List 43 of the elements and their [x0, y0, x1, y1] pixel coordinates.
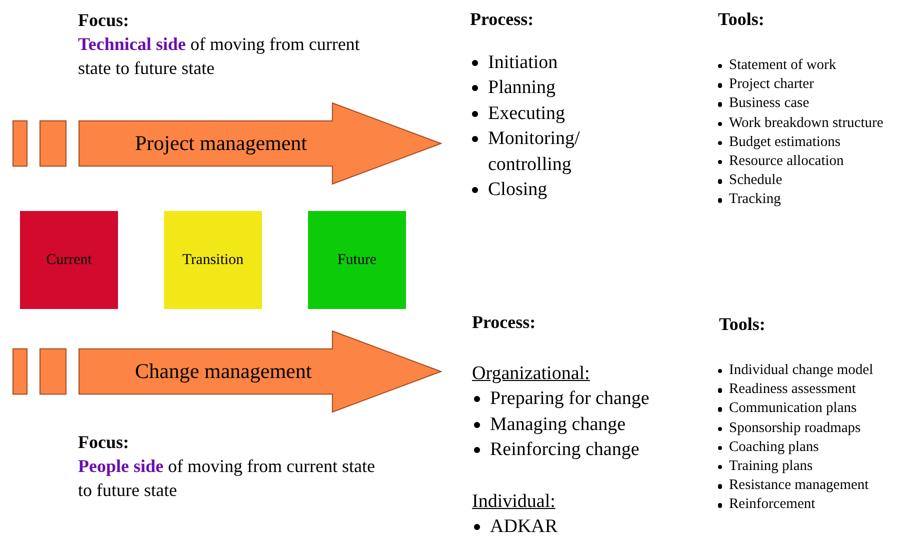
- subheading: Individual:: [472, 490, 556, 514]
- node-label: Project management: [135, 131, 308, 156]
- list-item: Monitoring/ controlling: [470, 126, 630, 177]
- section-heading: Tools:: [719, 313, 766, 336]
- list-item: Tracking: [716, 190, 902, 210]
- list-item: Sponsorship roadmaps: [716, 418, 902, 438]
- list-item: Business case: [716, 94, 902, 114]
- list-item: Executing: [470, 100, 630, 126]
- list-item: Individual change model: [716, 361, 902, 380]
- node-label: Future: [337, 252, 377, 268]
- list-item: Statement of work: [716, 56, 902, 76]
- focus-text: People side of moving from current state to future state: [78, 455, 376, 502]
- subheading: Organizational:: [472, 362, 591, 386]
- section-heading: Focus:: [78, 9, 130, 32]
- focus-text: Technical side of moving from current state to future state: [78, 33, 361, 80]
- list-item: Training plans: [716, 457, 902, 476]
- list-item: Coaching plans: [716, 438, 902, 458]
- list-item: Reinforcing change: [472, 437, 692, 462]
- list-item: Resource allocation: [716, 152, 902, 172]
- section-heading: Tools:: [718, 8, 766, 31]
- section-heading: Focus:: [78, 431, 130, 454]
- list-item: Managing change: [472, 412, 692, 437]
- state-box: [164, 211, 262, 309]
- list-item: ADKAR: [472, 514, 692, 536]
- node-label: Change management: [135, 359, 312, 384]
- node-label: Transition: [182, 252, 244, 268]
- list-item: Schedule: [716, 171, 902, 190]
- list-item: Resistance management: [716, 476, 902, 496]
- list-item: Initiation: [470, 50, 630, 75]
- section-heading: Process:: [470, 8, 535, 31]
- section-heading: Process:: [472, 311, 537, 334]
- list-item: Reinforcement: [716, 495, 902, 515]
- list-item: Preparing for change: [472, 386, 692, 412]
- list-item: Work breakdown structure: [716, 114, 902, 133]
- list-item: Closing: [470, 177, 630, 202]
- list-item: Planning: [470, 75, 630, 100]
- node-label: Current: [46, 252, 92, 268]
- list-item: Readiness assessment: [716, 380, 902, 400]
- list-item: Budget estimations: [716, 132, 902, 152]
- list-item: Project charter: [716, 75, 902, 94]
- state-box: [20, 211, 118, 309]
- list-item: Communication plans: [716, 399, 902, 419]
- state-box: [308, 211, 406, 309]
